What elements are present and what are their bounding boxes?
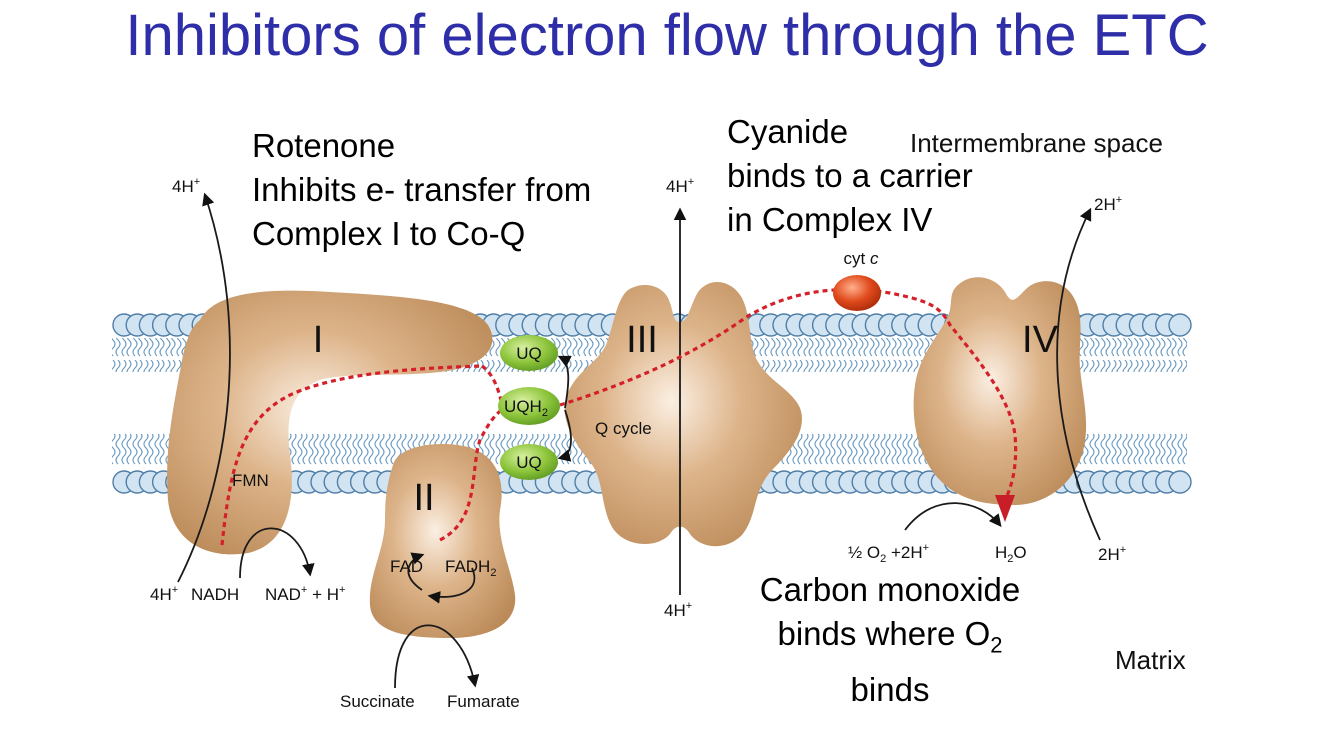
q-cycle-arrow-down (557, 409, 572, 462)
complex-ii-label: II (413, 477, 434, 519)
rotenone-line-2: Inhibits e- transfer from (252, 171, 592, 208)
complex-iv-shape (913, 277, 1087, 505)
proton-label-top-mid: 4H+ (666, 176, 694, 196)
complex-ii-shape (369, 444, 516, 638)
fad-arrow-right (427, 567, 476, 604)
proton-arrow-complex-iv (1056, 207, 1101, 541)
electron-path-uq-link (480, 364, 504, 406)
complex-iii-shape (564, 281, 802, 547)
uqh2-label: UQH2 (504, 397, 548, 419)
cytc-label: cyt c (844, 249, 879, 268)
fad-arrow-left (407, 552, 425, 591)
cyanide-line-2: binds to a carrier (727, 157, 973, 194)
uq-bottom-label: UQ (516, 453, 542, 472)
uq-bottom-carrier: UQ (500, 444, 558, 480)
co-line-1: Carbon monoxide (759, 571, 1021, 608)
proton-label-top-left: 4H+ (172, 176, 200, 196)
matrix-label: Matrix (1115, 645, 1186, 675)
intermembrane-space-label: Intermembrane space (910, 128, 1163, 158)
proton-label-bottom-left: 4H+ (150, 584, 178, 604)
cyanide-annotation: Cyanide binds to a carrier in Complex IV (727, 110, 973, 242)
complex-i-shape (167, 290, 493, 555)
electron-arrowhead (995, 495, 1015, 522)
cyanide-line-3: in Complex IV (727, 201, 933, 238)
co-line-3: binds (850, 670, 930, 708)
rotenone-line-3: Complex I to Co-Q (252, 215, 526, 252)
uq-top-carrier: UQ (500, 335, 558, 371)
proton-label-bottom-right: 2H+ (1098, 544, 1126, 564)
electron-path (220, 287, 1018, 546)
cyanide-line-1: Cyanide (727, 113, 849, 150)
uq-top-label: UQ (516, 344, 542, 363)
water-label: H2O (995, 543, 1027, 565)
nadh-label: NADH (191, 585, 239, 604)
fmn-label: FMN (232, 471, 269, 490)
co-line-2: binds where O2 (777, 615, 1003, 658)
proton-label-top-right: 2H+ (1094, 194, 1122, 214)
complex-iv-label: IV (1022, 319, 1059, 361)
phospholipid-head (1168, 313, 1192, 337)
q-cycle-label: Q cycle (595, 419, 652, 438)
nadh-arrow (239, 527, 315, 579)
proton-arrow-complex-i (177, 192, 231, 583)
phospholipid-head (1168, 470, 1192, 494)
fad-label: FAD (390, 557, 423, 576)
proton-flow-arrows (177, 192, 1101, 689)
succinate-label: Succinate (340, 692, 415, 711)
uqh2-carrier: UQH2 (498, 387, 560, 425)
succinate-arrow (394, 624, 480, 689)
rotenone-annotation: Rotenone Inhibits e- transfer from Compl… (252, 124, 591, 256)
complex-iii-label: III (626, 319, 658, 361)
rotenone-line-1: Rotenone (252, 127, 396, 164)
electron-path-complex-ii (439, 408, 503, 542)
fadh2-label: FADH2 (445, 557, 496, 579)
cytc-carrier: cyt c (833, 249, 881, 311)
fumarate-label: Fumarate (447, 692, 520, 711)
oxygen-arrow (904, 502, 1002, 531)
carbon-monoxide-annotation: Carbon monoxide binds where O2 binds (740, 568, 1040, 712)
complex-i-label: I (313, 319, 324, 361)
slide-title: Inhibitors of electron flow through the … (125, 3, 1209, 68)
electron-path-complex-i (220, 364, 483, 546)
q-cycle-arrow-up (557, 355, 572, 409)
proton-label-bottom-mid: 4H+ (664, 600, 692, 620)
oxygen-label: ½ O2 +2H+ (848, 542, 929, 565)
nad-label: NAD+ + H+ (265, 584, 345, 604)
